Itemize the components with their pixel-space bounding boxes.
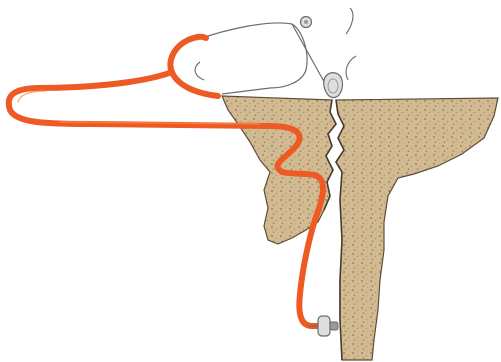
- rope-protector-icon: [308, 316, 338, 336]
- sling-loop-detail: [195, 62, 204, 80]
- bolt-hanger-icon: [301, 17, 312, 28]
- pulley-icon: [324, 73, 343, 98]
- sling-line: [196, 23, 307, 94]
- rock-wall-right: [336, 98, 498, 360]
- sling-tail-right: [346, 8, 356, 80]
